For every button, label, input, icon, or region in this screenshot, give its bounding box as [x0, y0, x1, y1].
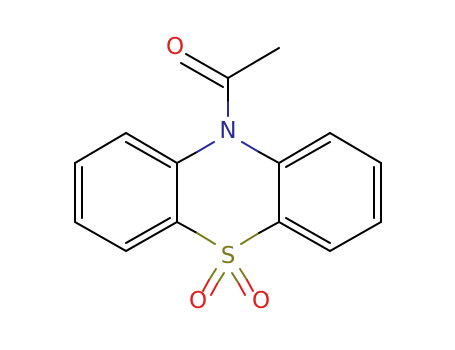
bond-n-left-ring-b [196, 141, 215, 153]
bond-s-o-left-b1 [216, 272, 225, 285]
bond-s-right-ring-a [240, 232, 260, 245]
sulfonyl-bonds [202, 268, 254, 296]
left-ring-inner-1 [125, 141, 171, 168]
bond-s-o-left-b2 [210, 283, 218, 296]
oxygen-sulfonyl-right-label: O [252, 288, 270, 314]
acetyl-group [180, 47, 280, 117]
oxygen-carbonyl-label: O [166, 34, 184, 60]
bond-s-left-ring-a [176, 221, 198, 234]
bond-carbonyl-double-b [180, 62, 224, 88]
bond-s-left-ring-b [196, 232, 216, 245]
right-ring-bond-6 [278, 132, 331, 164]
bond-carbonyl-methyl [227, 47, 280, 79]
bond-s-o-right-b1 [239, 268, 248, 281]
left-ring-bond-6 [125, 132, 178, 164]
right-ring-inner-2 [285, 217, 331, 244]
right-ring-bond-2 [278, 221, 331, 252]
nitrogen-bonds [176, 141, 280, 164]
left-benzene-ring [74, 132, 178, 252]
sulfur-bonds [176, 221, 280, 245]
right-ring-inner-1 [285, 141, 331, 168]
right-ring-bond-5 [329, 132, 382, 164]
bond-n-left-ring-a [176, 151, 198, 164]
bond-s-o-right-a2 [238, 283, 246, 296]
left-ring-bond-5 [74, 132, 127, 164]
bond-s-o-left-a2 [202, 279, 210, 292]
bond-s-right-ring-b [258, 221, 280, 234]
bond-n-right-ring-a [241, 141, 260, 153]
nitrogen-label: N [219, 118, 236, 144]
oxygen-sulfonyl-left-label: O [189, 288, 207, 314]
left-ring-bond-2 [125, 221, 178, 252]
bond-carbonyl-double-a [185, 53, 229, 79]
sulfur-label: S [221, 243, 236, 269]
bond-n-right-ring-b [258, 151, 280, 164]
left-ring-inner-2 [125, 217, 171, 244]
bond-s-o-left-a1 [208, 268, 217, 281]
bond-s-o-right-a1 [231, 272, 240, 285]
left-ring-bond-3 [74, 221, 127, 252]
right-benzene-ring [278, 132, 382, 252]
right-ring-bond-3 [329, 221, 382, 252]
bond-s-o-right-b2 [246, 279, 254, 292]
